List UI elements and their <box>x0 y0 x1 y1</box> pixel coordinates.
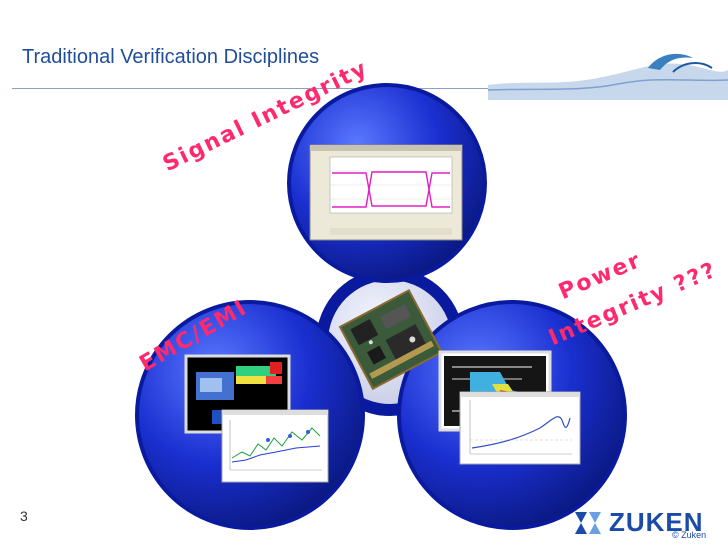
emc-spectrum-screenshot <box>222 410 328 482</box>
zuken-logo-icon <box>575 512 603 534</box>
copyright: © Zuken <box>672 530 706 540</box>
page-number: 3 <box>20 508 28 524</box>
power-integrity-chart-screenshot <box>460 392 580 464</box>
signal-integrity-screenshot <box>310 145 462 240</box>
